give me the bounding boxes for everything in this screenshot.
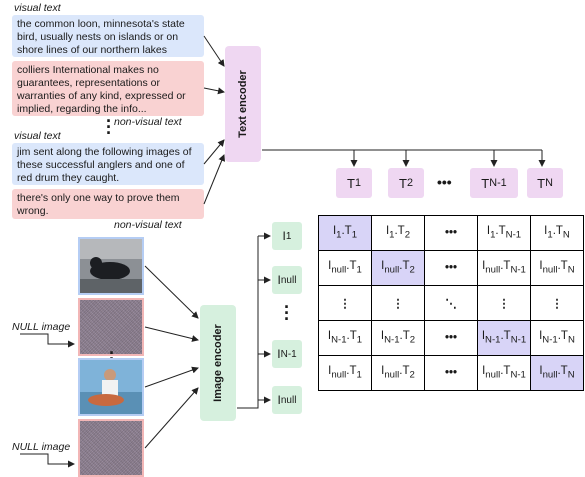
matrix-cell: Inull.TN-1 — [477, 355, 531, 391]
matrix-cell: Inull.TN — [530, 355, 584, 391]
null-image-label: NULL image — [12, 321, 71, 333]
visual-text-label: visual text — [14, 130, 61, 142]
matrix-cell: ⋮ — [371, 285, 425, 321]
vertical-ellipsis: ··· — [284, 297, 290, 329]
matrix-cell: ⋱ — [424, 285, 478, 321]
nonvisual-text-box: colliers International makes no guarante… — [12, 61, 204, 116]
matrix-cell: IN-1.T2 — [371, 320, 425, 356]
image-encoder: Image encoder — [200, 305, 236, 421]
visual-text-box: the common loon, minnesota's state bird,… — [12, 15, 204, 57]
similarity-matrix: I1.T1 I1.T2 ••• I1.TN-1 I1.TN Inull.T1 I… — [318, 215, 584, 391]
matrix-cell: I1.T2 — [371, 215, 425, 251]
matrix-cell: ⋮ — [530, 285, 584, 321]
matrix-cell: I1.TN — [530, 215, 584, 251]
matrix-cell: ••• — [424, 215, 478, 251]
matrix-cell: ⋮ — [477, 285, 531, 321]
null-image — [78, 298, 144, 356]
matrix-cell: Inull.T2 — [371, 355, 425, 391]
matrix-cell: IN-1.TN-1 — [477, 320, 531, 356]
matrix-cell: Inull.TN-1 — [477, 250, 531, 286]
matrix-cell: ••• — [424, 320, 478, 356]
matrix-cell: I1.T1 — [318, 215, 372, 251]
matrix-cell: ⋮ — [318, 285, 372, 321]
matrix-cell: I1.TN-1 — [477, 215, 531, 251]
matrix-cell: Inull.T2 — [371, 250, 425, 286]
null-image — [78, 419, 144, 477]
matrix-cell: Inull.T1 — [318, 250, 372, 286]
horizontal-ellipsis: ••• — [437, 174, 452, 190]
null-image-label: NULL image — [12, 441, 71, 453]
matrix-cell: ••• — [424, 355, 478, 391]
matrix-cell: ••• — [424, 250, 478, 286]
matrix-cell: Inull.T1 — [318, 355, 372, 391]
vertical-ellipsis: ··· — [106, 111, 112, 143]
nonvisual-text-label: non-visual text — [114, 219, 182, 231]
visual-text-label: visual text — [14, 2, 61, 14]
matrix-cell: Inull.TN — [530, 250, 584, 286]
nonvisual-text-label: non-visual text — [114, 116, 182, 128]
matrix-cell: IN-1.T1 — [318, 320, 372, 356]
text-encoder: Text encoder — [225, 46, 261, 162]
angler-image — [78, 358, 144, 416]
matrix-cell: IN-1.TN — [530, 320, 584, 356]
loon-image — [78, 237, 144, 295]
visual-text-box: jim sent along the following images of t… — [12, 143, 204, 185]
nonvisual-text-box: there's only one way to prove them wrong… — [12, 189, 204, 219]
